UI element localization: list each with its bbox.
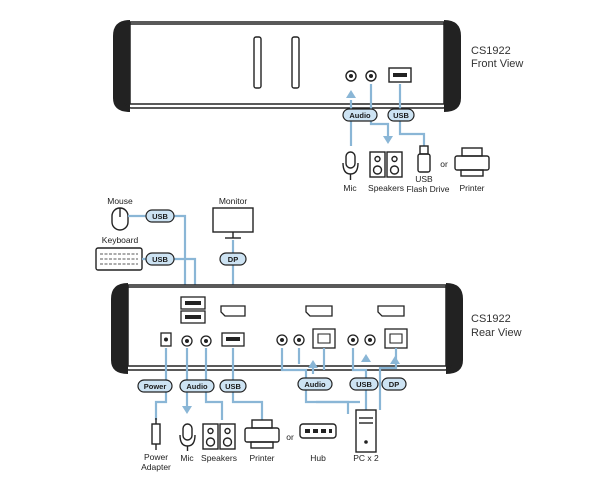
rear-model-title: CS1922 bbox=[471, 313, 511, 325]
svg-text:Audio: Audio bbox=[349, 111, 371, 120]
front-speakers-label: Speakers bbox=[368, 183, 404, 193]
front-mic-label: Mic bbox=[343, 183, 357, 193]
svg-text:USB: USB bbox=[356, 380, 372, 389]
monitor-dp-pill: DP bbox=[219, 252, 247, 266]
rear-dp-pill-right: DP bbox=[381, 377, 407, 391]
power-pill: Power bbox=[137, 379, 173, 393]
front-unit bbox=[113, 20, 461, 112]
rear-mic-label: Mic bbox=[180, 453, 194, 463]
rear-printer-label: Printer bbox=[249, 453, 274, 463]
flash-drive-icon bbox=[417, 145, 431, 173]
speakers-icon bbox=[369, 151, 403, 178]
svg-text:Audio: Audio bbox=[304, 380, 326, 389]
rear-or-label: or bbox=[286, 432, 294, 442]
svg-text:USB: USB bbox=[393, 111, 409, 120]
svg-text:DP: DP bbox=[389, 380, 399, 389]
svg-text:USB: USB bbox=[225, 382, 241, 391]
front-button-1 bbox=[253, 36, 262, 89]
svg-text:USB: USB bbox=[152, 212, 168, 221]
printer-icon bbox=[454, 147, 490, 177]
flash-usb-label: USB bbox=[415, 174, 433, 184]
rear-view-title: Rear View bbox=[471, 327, 522, 339]
rear-usb-pill-left: USB bbox=[219, 379, 247, 393]
monitor-icon bbox=[212, 207, 254, 239]
rear-audio-pill-right: Audio bbox=[297, 377, 333, 391]
rear-audio-pill-left: Audio bbox=[179, 379, 215, 393]
power-adapter-label-1: Power bbox=[144, 452, 168, 462]
front-audio-pill: Audio bbox=[342, 108, 378, 122]
flash-drive-label: Flash Drive bbox=[407, 184, 450, 194]
pc1-dp-port bbox=[305, 305, 333, 317]
mic-icon bbox=[342, 151, 359, 180]
svg-text:DP: DP bbox=[228, 255, 238, 264]
rear-unit bbox=[111, 283, 463, 374]
mouse-icon bbox=[111, 207, 129, 231]
keyboard-usb-pill: USB bbox=[145, 252, 175, 266]
svg-text:Power: Power bbox=[144, 382, 167, 391]
hub-label: Hub bbox=[310, 453, 326, 463]
front-button-2 bbox=[291, 36, 300, 89]
keyboard-label: Keyboard bbox=[102, 235, 139, 245]
front-printer-label: Printer bbox=[459, 183, 484, 193]
pc2-dp-port bbox=[377, 305, 405, 317]
front-view-title: Front View bbox=[471, 58, 523, 70]
rear-speakers-icon bbox=[202, 423, 236, 450]
svg-text:USB: USB bbox=[152, 255, 168, 264]
rear-speakers-label: Speakers bbox=[201, 453, 237, 463]
rear-usb-pill-right: USB bbox=[349, 377, 379, 391]
hub-icon bbox=[299, 423, 337, 439]
front-model-title: CS1922 bbox=[471, 45, 511, 57]
monitor-label: Monitor bbox=[219, 196, 248, 206]
front-usb-pill: USB bbox=[387, 108, 415, 122]
keyboard-icon bbox=[95, 247, 143, 271]
power-adapter-icon bbox=[151, 418, 161, 450]
rear-printer-icon bbox=[244, 419, 280, 449]
pc-icon bbox=[355, 409, 377, 453]
power-adapter-label-2: Adapter bbox=[141, 462, 171, 472]
rear-mic-icon bbox=[179, 423, 196, 451]
front-or-label: or bbox=[440, 159, 448, 169]
rear-bottom-wires bbox=[154, 348, 400, 420]
mouse-usb-pill: USB bbox=[145, 209, 175, 223]
mouse-label: Mouse bbox=[107, 196, 133, 206]
svg-text:Audio: Audio bbox=[186, 382, 208, 391]
rear-dp-console bbox=[220, 305, 246, 317]
pc-label: PC x 2 bbox=[353, 453, 379, 463]
